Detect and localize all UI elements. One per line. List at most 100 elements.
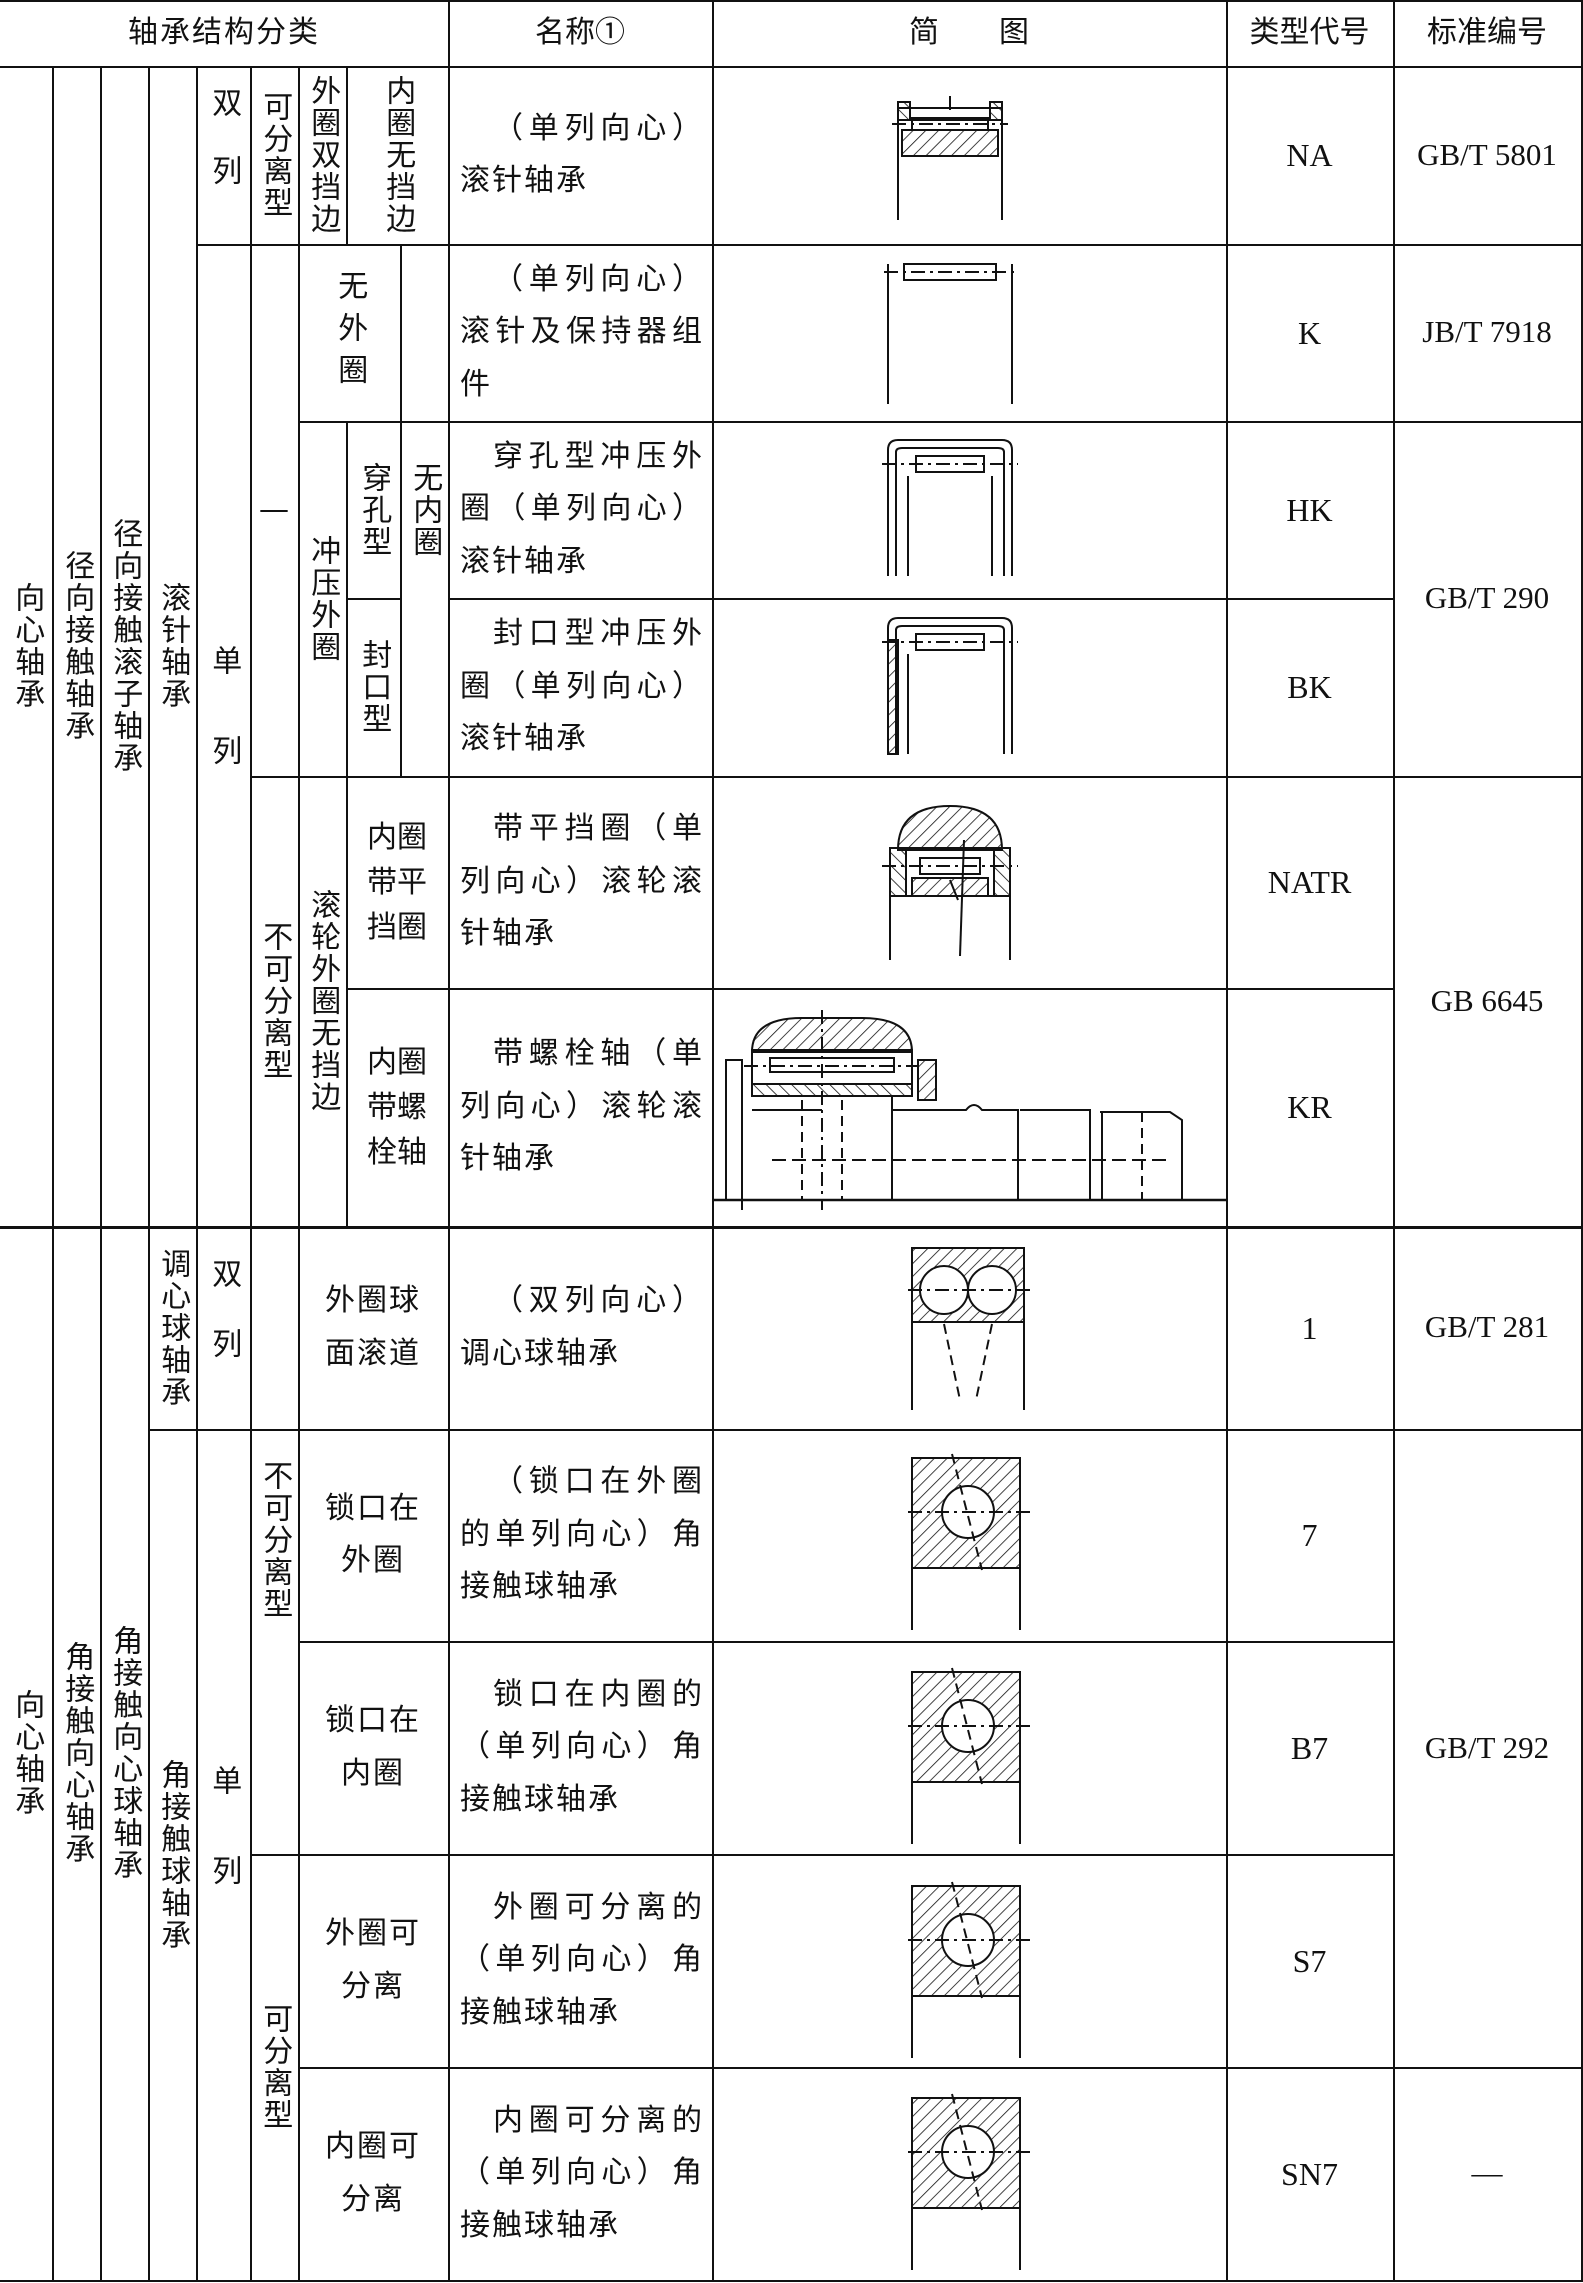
group-label: 单列 xyxy=(206,645,242,825)
row-name: 带螺栓轴（单列向心）滚轮滚针轴承 xyxy=(448,988,712,1226)
group-double-row-2: 双列 xyxy=(196,1226,250,1429)
group-self-aligning-ball: 调心球轴承 xyxy=(148,1226,196,1429)
rule xyxy=(298,2067,1583,2069)
rule xyxy=(196,244,1583,246)
row-name-text: 穿孔型冲压外圈（单列向心）滚针轴承 xyxy=(460,438,704,579)
group-dash: — xyxy=(259,492,289,528)
row-name-text: 带平挡圈（单列向心）滚轮滚针轴承 xyxy=(460,811,704,952)
rule xyxy=(0,0,1583,2)
group-label: 向心轴承 xyxy=(9,582,45,710)
row-name-text: （锁口在外圈的单列向心）角接触球轴承 xyxy=(460,1464,704,1605)
diagram-7 xyxy=(908,1453,1030,1630)
group-radial-contact: 径向接触轴承 xyxy=(52,66,100,1226)
diagram-s7 xyxy=(908,1881,1030,2058)
group-label: 锁口在外圈 xyxy=(325,1490,421,1579)
group-label: 不可分离型 xyxy=(257,1460,293,1620)
group-no-inner-ring: 无内圈 xyxy=(400,244,448,776)
rule xyxy=(448,598,1393,600)
group-label: 外圈球面滚道 xyxy=(325,1283,421,1371)
group-label: 内圈带平挡圈 xyxy=(367,819,427,945)
rule xyxy=(1393,0,1395,2280)
group-label: 径向接触轴承 xyxy=(59,550,95,742)
row-standard: GB/T 290 xyxy=(1424,580,1550,616)
group-angular-contact-ball: 角接触球轴承 xyxy=(148,1429,196,2280)
row-name: （单列向心）滚针及保持器组件 xyxy=(448,244,712,421)
row-name: 带平挡圈（单列向心）滚轮滚针轴承 xyxy=(448,776,712,988)
group-single-row-2: 单列 xyxy=(196,1429,250,2280)
group-angular-contact-radial: 角接触向心轴承 xyxy=(52,1226,100,2280)
rule xyxy=(298,66,300,1226)
group-separable-1: 可分离型 xyxy=(250,66,298,244)
group-label: 径向接触滚子轴承 xyxy=(107,518,143,774)
row-type-code: HK xyxy=(1286,491,1333,528)
row-name-text: 带螺栓轴（单列向心）滚轮滚针轴承 xyxy=(460,1036,704,1177)
group-outer-sphere: 外圈球面滚道 xyxy=(298,1226,448,1429)
group-label: 可分离型 xyxy=(257,91,293,219)
group-single-row-1: 单列 xyxy=(196,244,250,1226)
rule xyxy=(0,1226,1583,1229)
row-standard: JB/T 7918 xyxy=(1422,314,1552,350)
group-label: 外圈可分离 xyxy=(325,1916,421,2004)
row-standard: — xyxy=(1471,2155,1503,2191)
row-name: （单列向心）滚针轴承 xyxy=(448,66,712,244)
group-label: 无内圈 xyxy=(407,462,443,558)
diagram-natr xyxy=(882,804,1018,960)
rule xyxy=(100,66,102,2280)
rule xyxy=(448,0,450,2280)
group-needle-bearing: 滚针轴承 xyxy=(148,66,196,1226)
group-label: 锁口在内圈 xyxy=(325,1703,421,1791)
diagram-b7 xyxy=(908,1667,1030,1844)
group-stamped-outer: 冲压外圈 xyxy=(298,421,346,776)
group-lock-outer: 锁口在外圈 xyxy=(298,1429,448,1641)
row-name: 内圈可分离的（单列向心）角接触球轴承 xyxy=(448,2067,712,2280)
group-label: 内圈无挡边 xyxy=(380,75,416,235)
group-through-type: 穿孔型 xyxy=(346,421,400,598)
group-label: 角接触球轴承 xyxy=(155,1758,191,1951)
header-standard: 标准编号 xyxy=(1427,15,1547,51)
rule xyxy=(346,988,1393,990)
row-standard: GB/T 5801 xyxy=(1417,136,1557,172)
rule xyxy=(1226,0,1228,2280)
group-double-row-1: 双列 xyxy=(196,66,250,244)
rule xyxy=(250,1854,1393,1856)
group-label: 冲压外圈 xyxy=(305,534,341,663)
group-label: 可分离型 xyxy=(257,2003,293,2131)
row-type-code: 1 xyxy=(1301,1309,1318,1346)
header-diagram: 简 图 xyxy=(909,15,1029,51)
diagram-kr xyxy=(712,1010,1226,1210)
group-lock-inner: 锁口在内圈 xyxy=(298,1641,448,1854)
group-roller-outer: 滚轮外圈无挡边 xyxy=(298,776,346,1226)
group-inner-no-rib: 内圈无挡边 xyxy=(346,66,448,244)
group-label: 穿孔型 xyxy=(356,461,392,558)
row-name-text: 封口型冲压外圈（单列向心）滚针轴承 xyxy=(460,616,704,757)
row-name-text: （单列向心）滚针轴承 xyxy=(460,110,704,199)
group-label: 不可分离型 xyxy=(257,921,293,1081)
rule xyxy=(250,66,252,2280)
row-type-code: KR xyxy=(1287,1089,1332,1125)
row-name: 外圈可分离的（单列向心）角接触球轴承 xyxy=(448,1854,712,2067)
diagram-1 xyxy=(908,1247,1030,1410)
header-classification: 轴承结构分类 xyxy=(128,15,320,51)
row-name: 封口型冲压外圈（单列向心）滚针轴承 xyxy=(448,598,712,776)
rule xyxy=(346,598,400,600)
diagram-na xyxy=(892,96,1008,220)
group-label: 双列 xyxy=(206,87,242,223)
rule xyxy=(400,244,402,776)
group-label: 角接触向心球轴承 xyxy=(107,1625,143,1881)
group-label: 滚轮外圈无挡边 xyxy=(305,889,341,1113)
group-label: 调心球轴承 xyxy=(155,1247,191,1408)
group-label: 封口型 xyxy=(356,639,392,735)
group-label: 内圈可分离 xyxy=(325,2129,421,2217)
row-type-code: B7 xyxy=(1290,1729,1329,1766)
diagrams-column xyxy=(712,96,1226,2270)
group-outer-separable: 外圈可分离 xyxy=(298,1854,448,2067)
group-radial-bearing-1: 向心轴承 xyxy=(0,66,52,1226)
rule xyxy=(448,421,1583,423)
rule xyxy=(346,421,348,1226)
group-label: 双列 xyxy=(206,1257,242,1398)
group-closed-type: 封口型 xyxy=(346,598,400,776)
row-name-text: （双列向心）调心球轴承 xyxy=(460,1283,704,1371)
group-non-separable-2: 不可分离型 xyxy=(250,1226,298,1854)
group-no-outer-ring: 无外圈 xyxy=(298,244,400,421)
